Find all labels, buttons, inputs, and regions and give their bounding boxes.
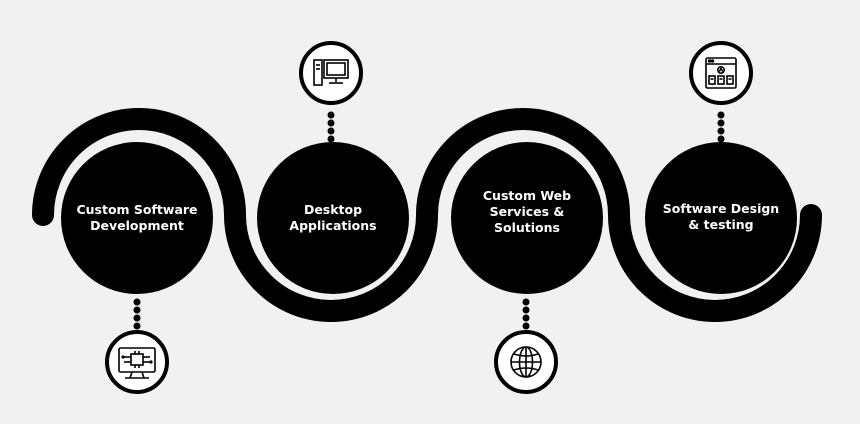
wave-ribbon xyxy=(32,108,822,322)
circuit-board-monitor-icon xyxy=(118,347,156,379)
step-1-label-line-1: Custom Software xyxy=(76,202,198,217)
step-2-label: Desktop Applications xyxy=(263,202,403,234)
step-4-label: Software Design & testing xyxy=(651,201,791,233)
step-4-label-line-1: Software Design xyxy=(662,201,780,216)
connector-step-3 xyxy=(522,298,530,330)
icon-badge-step-2 xyxy=(299,41,363,105)
step-3-label-line-2: Services & xyxy=(489,204,565,219)
desktop-computer-icon xyxy=(313,59,349,86)
icon-badge-step-1 xyxy=(105,330,169,394)
step-2-label-line-1: Desktop xyxy=(303,202,363,217)
step-4-label-line-2: & testing xyxy=(688,217,754,232)
step-2-circle xyxy=(257,142,409,294)
step-4-circle xyxy=(645,142,797,294)
step-1-label: Custom Software Development xyxy=(67,202,207,234)
step-3-label-line-3: Solutions xyxy=(494,220,560,235)
connector-step-1 xyxy=(133,298,141,330)
step-2-label-line-2: Applications xyxy=(289,218,377,233)
connector-step-2 xyxy=(327,111,335,143)
web-layout-icon xyxy=(705,57,737,89)
step-3-label: Custom Web Services & Solutions xyxy=(457,188,597,236)
globe-icon xyxy=(510,346,542,378)
connector-step-4 xyxy=(717,111,725,143)
step-3-circle xyxy=(451,142,603,294)
step-3-label-line-1: Custom Web xyxy=(482,188,572,203)
step-1-circle xyxy=(61,142,213,294)
step-1-label-line-2: Development xyxy=(90,218,184,233)
